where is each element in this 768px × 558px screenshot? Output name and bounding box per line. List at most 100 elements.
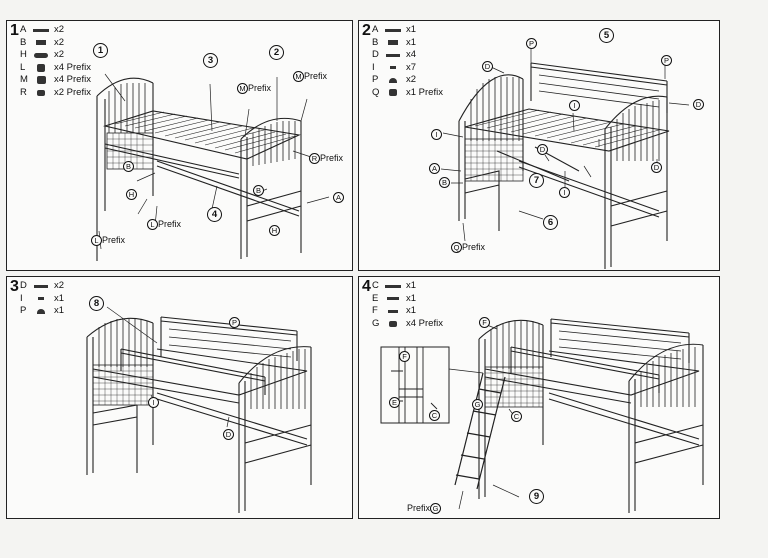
letter-p: P	[526, 38, 537, 49]
part-letter: B	[20, 36, 27, 48]
letter-l: L	[147, 219, 158, 230]
letter-i: I	[569, 100, 580, 111]
letter-a: A	[429, 163, 440, 174]
letter-q: Q	[451, 242, 462, 253]
letter-d: D	[693, 99, 704, 110]
letter-p: P	[661, 55, 672, 66]
part-qty: x1	[406, 36, 417, 48]
screw-icon	[384, 309, 402, 313]
part-qty: x2	[54, 24, 65, 35]
letter-c: C	[511, 411, 522, 422]
step-number: 2	[362, 22, 371, 39]
part-qty: x2	[406, 74, 417, 85]
foot-cap-icon	[384, 89, 402, 97]
callout-1: 1	[93, 43, 108, 58]
screw-icon	[32, 297, 50, 301]
bolt-long-icon	[32, 28, 50, 32]
letter-c: C	[429, 410, 440, 421]
part-letter: P	[372, 74, 379, 85]
callout-9: 9	[529, 489, 544, 504]
callout-2: 2	[269, 45, 284, 60]
letter-d: D	[223, 429, 234, 440]
part-letter: L	[20, 61, 26, 73]
letter-h: H	[126, 189, 137, 200]
letter-g: G	[472, 399, 483, 410]
post-cap-icon	[32, 76, 50, 85]
letter-b: B	[123, 161, 134, 172]
part-qty: x4 Prefix	[406, 317, 443, 329]
letter-h: H	[269, 225, 280, 236]
letter-d: D	[482, 61, 493, 72]
part-qty: x1	[54, 292, 65, 304]
step-number: 1	[10, 22, 19, 39]
callout-8: 8	[89, 296, 104, 311]
part-qty: x1	[406, 305, 417, 316]
letter-i: I	[431, 129, 442, 140]
part-letter: P	[20, 305, 27, 316]
part-letter: I	[20, 292, 23, 304]
part-letter: H	[20, 49, 27, 60]
letter-i: I	[559, 187, 570, 198]
callout-6: 6	[543, 215, 558, 230]
part-letter: R	[20, 86, 27, 98]
part-qty: x4 Prefix	[54, 74, 91, 85]
letter-m: M	[293, 71, 304, 82]
callout-4: 4	[207, 207, 222, 222]
part-qty: x1	[406, 292, 417, 304]
letter-b: B	[253, 185, 264, 196]
dome-nut-icon	[384, 77, 402, 83]
part-letter: A	[20, 24, 27, 35]
step-3-bed-frame-drawing	[86, 306, 312, 513]
bolt-medium-icon	[384, 53, 402, 57]
part-qty: x7	[406, 61, 417, 73]
nut-icon	[32, 89, 50, 96]
step-1-bed-frame-drawing	[96, 73, 330, 261]
part-letter: I	[372, 61, 375, 73]
letter-d: D	[537, 144, 548, 155]
bolt-short-icon	[384, 297, 402, 301]
cap-icon	[32, 52, 50, 58]
part-qty: x2	[54, 49, 65, 60]
bracket-icon	[32, 40, 50, 46]
part-letter: C	[372, 280, 379, 291]
part-letter: M	[20, 74, 28, 85]
part-qty: x4	[406, 49, 417, 60]
part-letter: G	[372, 317, 380, 329]
washer-icon	[384, 320, 402, 327]
part-qty: x2 Prefix	[54, 86, 91, 98]
step-2-bed-frame-drawing	[440, 47, 690, 269]
letter-g: G	[430, 503, 442, 514]
step-number: 3	[10, 278, 19, 295]
part-letter: F	[372, 305, 378, 316]
part-letter: B	[372, 36, 379, 48]
part-qty: x1	[406, 24, 417, 35]
part-qty: x1	[54, 305, 65, 316]
part-qty: x2	[54, 280, 65, 291]
letter-m: M	[237, 83, 248, 94]
dome-nut-icon	[32, 308, 50, 314]
step-number: 4	[362, 278, 371, 295]
callout-5: 5	[599, 28, 614, 43]
part-letter: E	[372, 292, 379, 304]
